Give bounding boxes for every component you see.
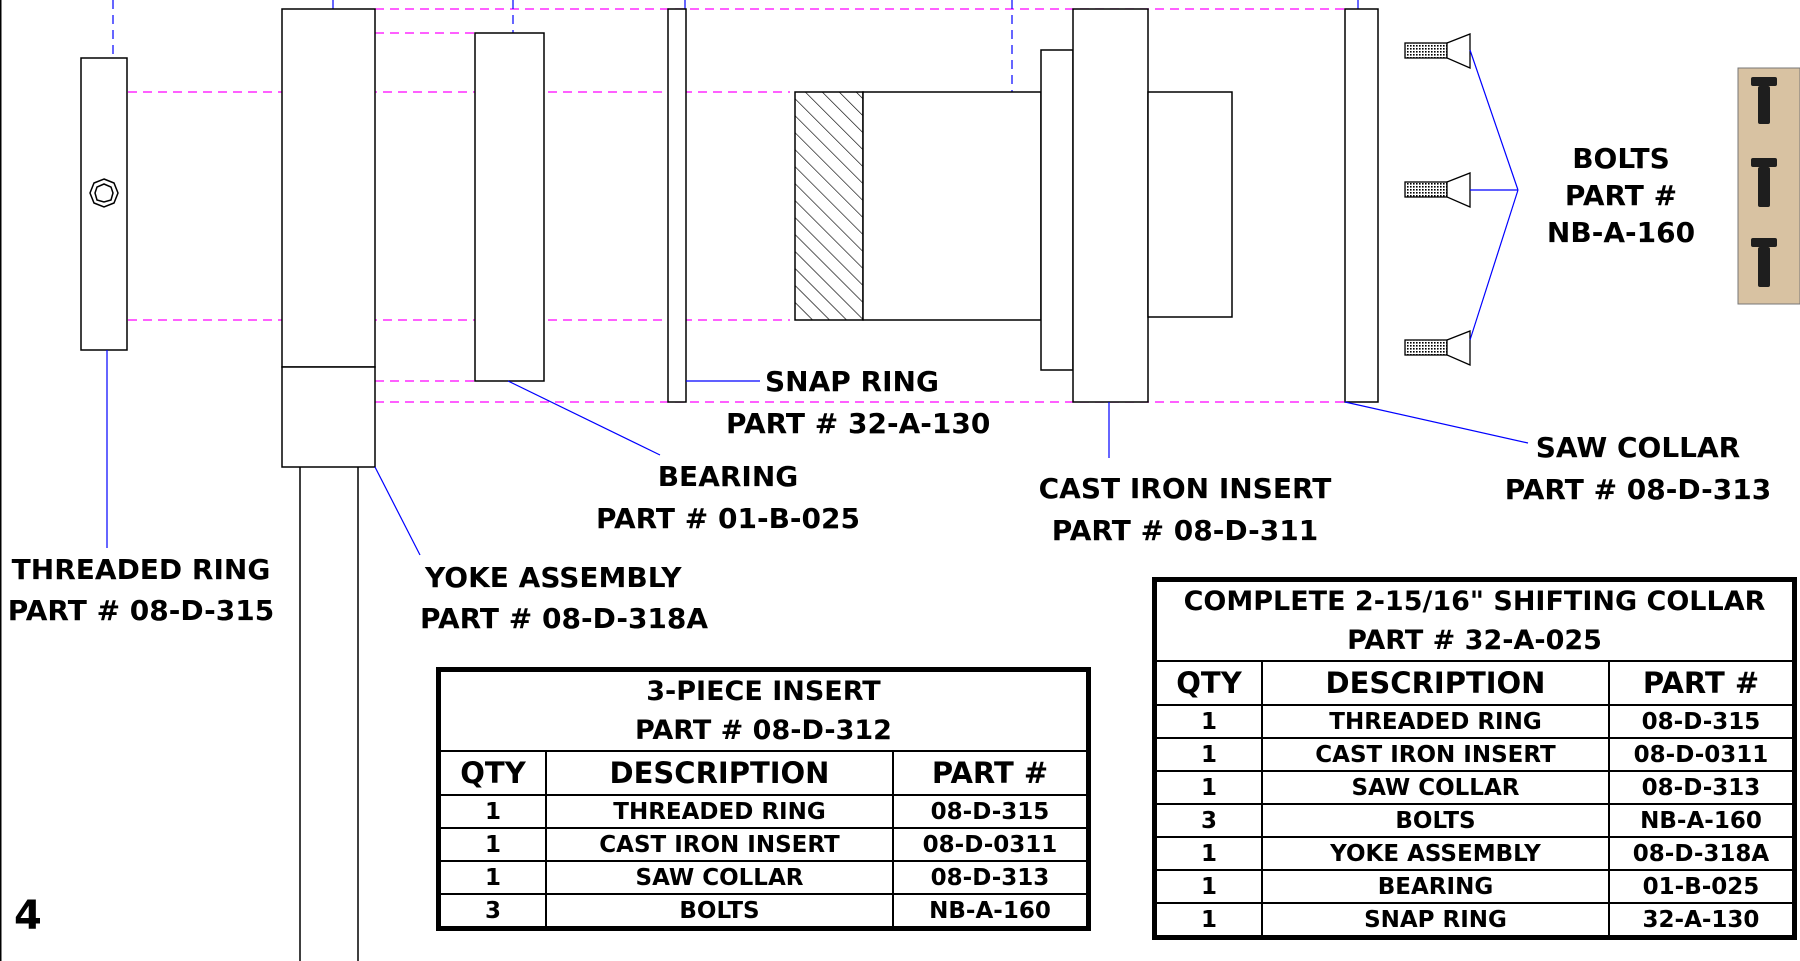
bolts-label-line2: PART #: [1565, 179, 1677, 212]
yoke-assembly-label-line1: YOKE ASSEMBLY: [424, 561, 682, 594]
qty-cell: 1: [1153, 869, 1263, 904]
qty-cell: 1: [1153, 737, 1263, 772]
saw-collar-label: SAW COLLAR PART # 08-D-313: [1505, 431, 1771, 506]
part-cell: 08-D-315: [1608, 704, 1796, 739]
insert-parts-table: 3-PIECE INSERT PART # 08-D-312 QTY DESCR…: [436, 667, 1091, 931]
complete-table-subtitle: PART # 32-A-025: [1153, 621, 1796, 662]
top-leaders: [112, 0, 1359, 92]
description-cell: THREADED RING: [1261, 704, 1610, 739]
bolts-label-line3: NB-A-160: [1547, 216, 1695, 249]
table-row: 1 BEARING 01-B-025: [1153, 869, 1796, 904]
table-row: 1 SAW COLLAR 08-D-313: [1153, 770, 1796, 805]
part-cell: NB-A-160: [892, 893, 1090, 930]
insert-header-part: PART #: [892, 750, 1090, 796]
insert-table-title: 3-PIECE INSERT: [437, 668, 1090, 711]
table-row: 1 CAST IRON INSERT 08-D-0311: [1153, 737, 1796, 772]
description-cell: YOKE ASSEMBLY: [1261, 836, 1610, 871]
threaded-ring-part: [80, 57, 128, 351]
insert-header-description: DESCRIPTION: [545, 750, 894, 796]
complete-table-title: COMPLETE 2-15/16" SHIFTING COLLAR: [1153, 578, 1796, 621]
description-cell: BEARING: [1261, 869, 1610, 904]
saw-collar-label-line1: SAW COLLAR: [1536, 431, 1740, 464]
snap-ring-part: [667, 8, 687, 403]
bolts-label-line1: BOLTS: [1572, 142, 1670, 175]
part-cell: NB-A-160: [1608, 803, 1796, 838]
qty-cell: 1: [1153, 902, 1263, 939]
description-cell: BOLTS: [545, 893, 894, 930]
part-cell: 08-D-315: [892, 794, 1090, 829]
centerlines: [128, 8, 1345, 403]
bearing-label: BEARING PART # 01-B-025: [596, 460, 860, 535]
table-row: 1 SAW COLLAR 08-D-313: [437, 860, 1090, 895]
snap-ring-label-line1: SNAP RING: [765, 365, 939, 398]
snap-ring-label-line2: PART # 32-A-130: [726, 407, 990, 440]
description-cell: THREADED RING: [545, 794, 894, 829]
insert-header-qty: QTY: [437, 750, 547, 796]
table-row: 1 THREADED RING 08-D-315: [1153, 704, 1796, 739]
table-row: 3 BOLTS NB-A-160: [437, 893, 1090, 930]
bolts-photo: [1737, 67, 1800, 305]
qty-cell: 1: [437, 827, 547, 862]
threaded-ring-label: THREADED RING PART # 08-D-315: [8, 553, 274, 627]
snap-ring-label: SNAP RING PART # 32-A-130: [726, 365, 990, 440]
cast-iron-insert-label-line1: CAST IRON INSERT: [1039, 472, 1332, 505]
description-cell: SAW COLLAR: [1261, 770, 1610, 805]
part-cell: 32-A-130: [1608, 902, 1796, 939]
description-cell: CAST IRON INSERT: [545, 827, 894, 862]
saw-collar-label-line2: PART # 08-D-313: [1505, 473, 1771, 506]
qty-cell: 1: [1153, 836, 1263, 871]
bearing-label-line2: PART # 01-B-025: [596, 502, 860, 535]
page-number: 4: [14, 893, 42, 939]
table-row: 3 BOLTS NB-A-160: [1153, 803, 1796, 838]
insert-table-subtitle: PART # 08-D-312: [437, 711, 1090, 752]
complete-header-part: PART #: [1608, 660, 1796, 706]
complete-header-description: DESCRIPTION: [1261, 660, 1610, 706]
table-row: 1 THREADED RING 08-D-315: [437, 794, 1090, 829]
part-cell: 08-D-313: [1608, 770, 1796, 805]
part-cell: 08-D-0311: [892, 827, 1090, 862]
description-cell: BOLTS: [1261, 803, 1610, 838]
table-row: 1 CAST IRON INSERT 08-D-0311: [437, 827, 1090, 862]
part-cell: 08-D-318A: [1608, 836, 1796, 871]
bolts-label: BOLTS PART # NB-A-160: [1547, 142, 1695, 249]
part-cell: 08-D-313: [892, 860, 1090, 895]
threaded-ring-label-line1: THREADED RING: [12, 553, 271, 586]
cast-iron-insert-label: CAST IRON INSERT PART # 08-D-311: [1039, 472, 1332, 547]
cast-iron-insert-part: [794, 8, 1233, 403]
description-cell: SAW COLLAR: [545, 860, 894, 895]
saw-collar-part: [1344, 8, 1379, 403]
qty-cell: 3: [437, 893, 547, 930]
threaded-ring-label-line2: PART # 08-D-315: [8, 594, 274, 627]
part-cell: 01-B-025: [1608, 869, 1796, 904]
qty-cell: 1: [437, 860, 547, 895]
bolt-icons: [1404, 33, 1471, 366]
bearing-part: [474, 32, 545, 382]
bearing-label-line1: BEARING: [658, 460, 799, 493]
part-cell: 08-D-0311: [1608, 737, 1796, 772]
yoke-assembly-part: [281, 8, 376, 961]
complete-collar-parts-table: COMPLETE 2-15/16" SHIFTING COLLAR PART #…: [1152, 577, 1797, 940]
table-row: 1 SNAP RING 32-A-130: [1153, 902, 1796, 939]
yoke-assembly-label-line2: PART # 08-D-318A: [420, 602, 708, 635]
qty-cell: 1: [437, 794, 547, 829]
yoke-assembly-label: YOKE ASSEMBLY PART # 08-D-318A: [420, 561, 708, 635]
complete-header-qty: QTY: [1153, 660, 1263, 706]
qty-cell: 3: [1153, 803, 1263, 838]
cast-iron-insert-label-line2: PART # 08-D-311: [1052, 514, 1318, 547]
leader-lines: [106, 49, 1529, 556]
description-cell: CAST IRON INSERT: [1261, 737, 1610, 772]
description-cell: SNAP RING: [1261, 902, 1610, 939]
qty-cell: 1: [1153, 704, 1263, 739]
qty-cell: 1: [1153, 770, 1263, 805]
table-row: 1 YOKE ASSEMBLY 08-D-318A: [1153, 836, 1796, 871]
